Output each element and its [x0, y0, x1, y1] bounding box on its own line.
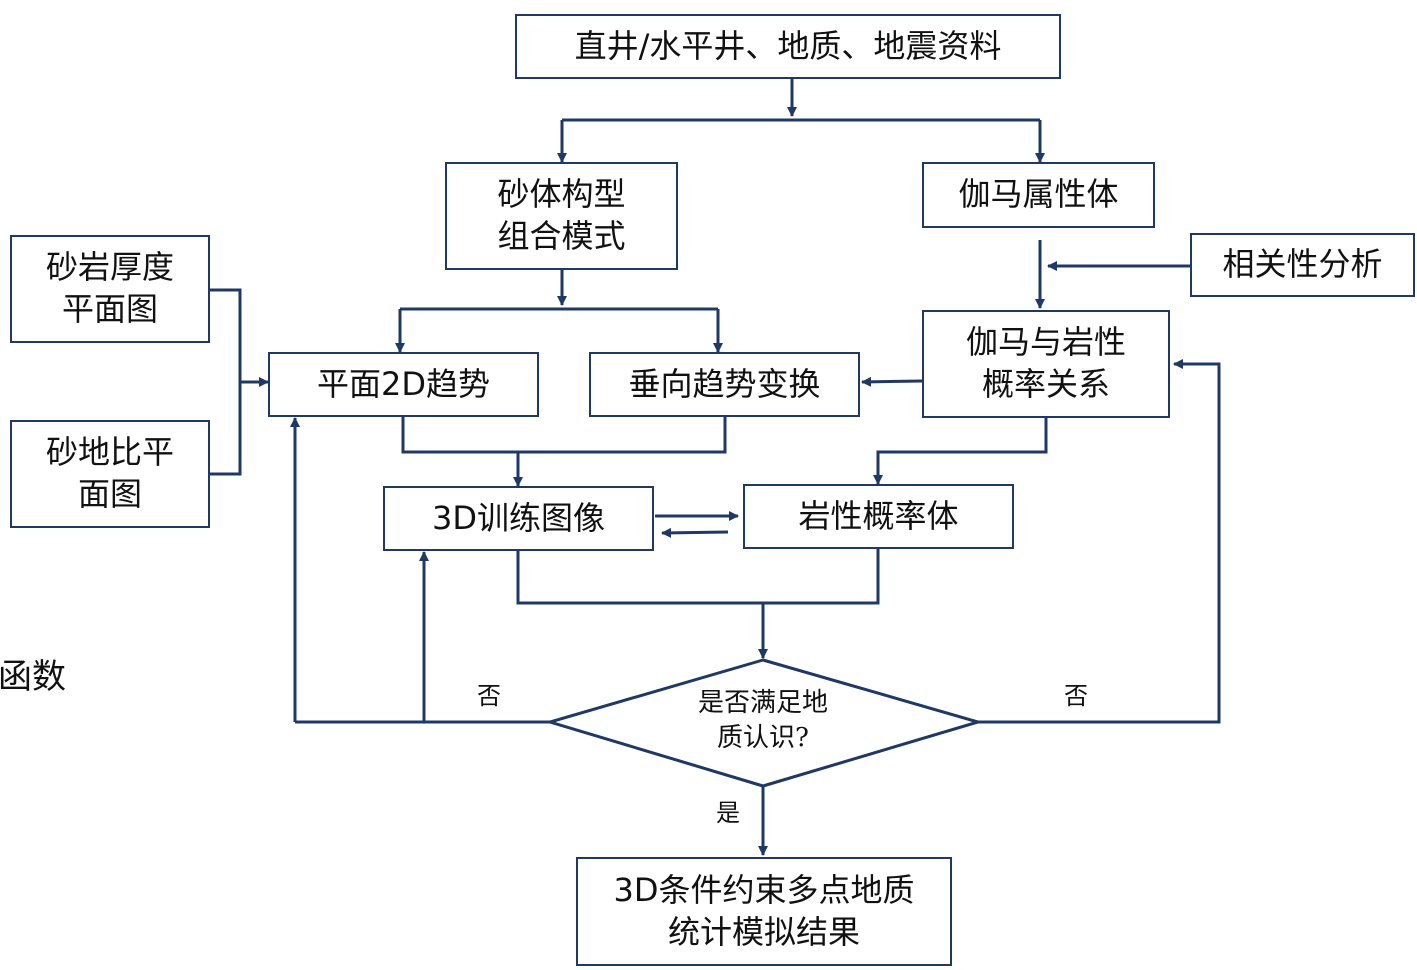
no-right-label: 否 [1064, 682, 1088, 710]
decision-label: 是否满足地 质认识? [697, 688, 828, 754]
vertical-trend-box: 垂向趋势变换 [589, 352, 860, 417]
edge-thickness-bracket [210, 288, 242, 476]
edge-planar-vertical-merge [401, 416, 727, 454]
decision-diamond [544, 658, 984, 788]
source-data-box: 直井/水平井、地质、地震资料 [515, 14, 1061, 79]
sand-ratio-map-box: 砂地比平 面图 [10, 420, 210, 528]
no-left-label: 否 [477, 682, 501, 710]
edge-training-volume-merge [516, 548, 880, 605]
training-image-box: 3D训练图像 [383, 486, 654, 551]
gamma-lithology-box: 伽马与岩性 概率关系 [922, 310, 1170, 418]
sand-pattern-box: 砂体构型 组合模式 [445, 162, 678, 270]
correlation-analysis-box: 相关性分析 [1190, 233, 1415, 297]
planar-2d-trend-box: 平面2D趋势 [268, 352, 539, 417]
sand-thickness-map-box: 砂岩厚度 平面图 [10, 235, 210, 343]
gamma-attribute-box: 伽马属性体 [922, 162, 1155, 228]
result-box: 3D条件约束多点地质 统计模拟结果 [576, 857, 952, 966]
cutoff-text: 函数 [0, 657, 66, 697]
yes-label: 是 [716, 799, 740, 827]
litho-probability-volume-box: 岩性概率体 [743, 484, 1014, 549]
edge-gamma-litho-to-volume [873, 418, 1048, 485]
edge-no-right-to-gamma-litho [978, 359, 1221, 724]
edge-gamma-litho-to-vertical [861, 376, 923, 387]
edge-volume-to-training [661, 527, 729, 538]
